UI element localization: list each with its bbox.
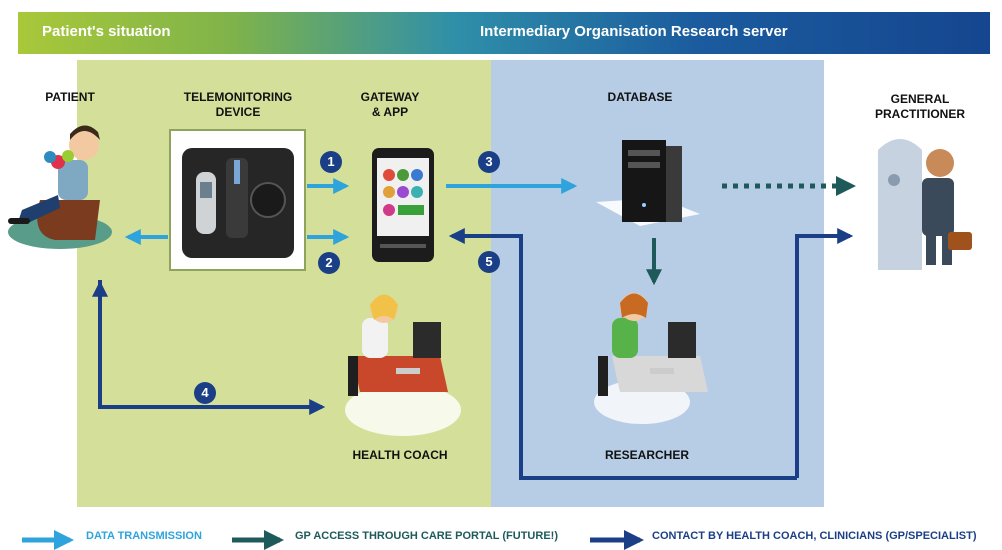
health-coach-label: HEALTH COACH bbox=[352, 448, 448, 462]
legend-data-transmission: DATA TRANSMISSION bbox=[86, 530, 202, 542]
telemonitoring-device bbox=[169, 129, 306, 271]
header-bar: Patient's situation Intermediary Organis… bbox=[18, 12, 990, 54]
arrow-coach-contact-patient bbox=[98, 280, 326, 415]
database-label: DATABASE bbox=[607, 90, 673, 104]
arrow-loop-to-gateway bbox=[448, 228, 797, 480]
patient-label: PATIENT bbox=[45, 90, 95, 104]
gp-label: GENERAL PRACTITIONER bbox=[875, 92, 965, 121]
database-server bbox=[596, 140, 700, 226]
researcher-label: RESEARCHER bbox=[604, 448, 689, 462]
health-coach-figure bbox=[345, 294, 461, 436]
step-badge-1: 1 bbox=[320, 151, 342, 173]
legend-care-portal: GP ACCESS THROUGH CARE PORTAL (FUTURE!) bbox=[295, 530, 558, 542]
patient-situation-title: Patient's situation bbox=[42, 23, 171, 40]
gateway-phone bbox=[372, 148, 434, 262]
researcher-figure bbox=[594, 293, 708, 424]
gateway-label: GATEWAY & APP bbox=[360, 90, 420, 119]
step-badge-5: 5 bbox=[478, 251, 500, 273]
arrow-loop-to-gp bbox=[795, 228, 854, 478]
step-badge-2: 2 bbox=[318, 252, 340, 274]
legend-contact: CONTACT BY HEALTH COACH, CLINICIANS (GP/… bbox=[652, 530, 977, 542]
step-badge-4: 4 bbox=[194, 382, 216, 404]
device-label: TELEMONITORING DEVICE bbox=[183, 90, 293, 119]
research-server-title: Intermediary Organisation Research serve… bbox=[480, 23, 788, 40]
patient-figure bbox=[8, 125, 112, 249]
gp-figure bbox=[878, 139, 972, 270]
step-badge-3: 3 bbox=[478, 151, 500, 173]
